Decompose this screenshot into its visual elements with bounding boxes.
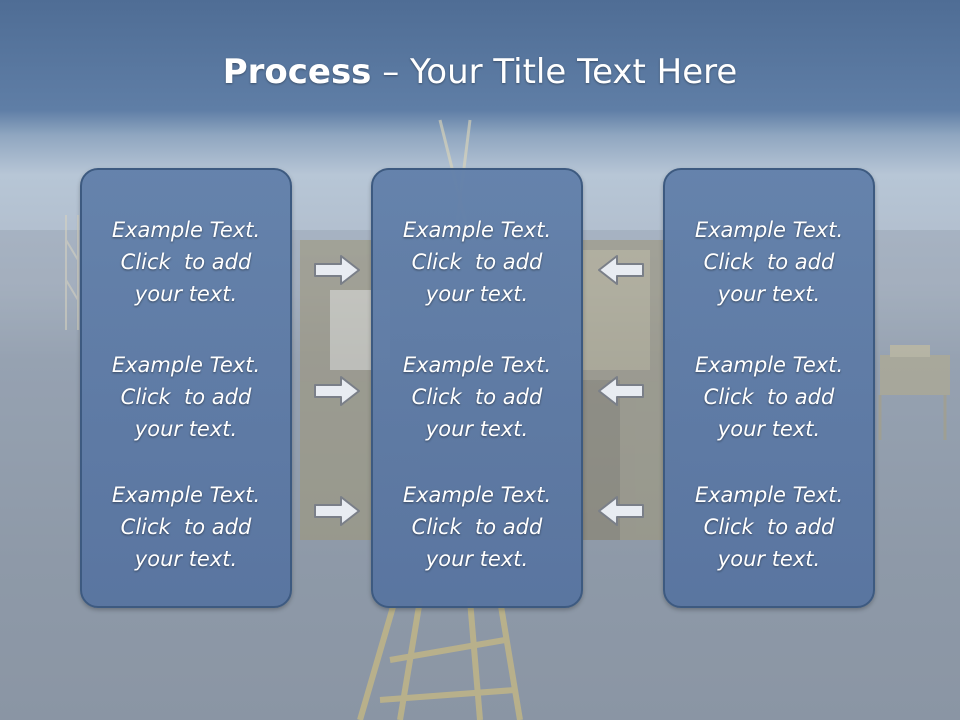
text-line: Click to add: [120, 515, 252, 539]
text-line: your text.: [425, 417, 529, 441]
text-line: Click to add: [703, 250, 835, 274]
text-line: Example Text.: [402, 218, 552, 242]
text-line: Click to add: [120, 385, 252, 409]
process-panel-center[interactable]: Example Text. Click to add your text. Ex…: [371, 168, 583, 608]
text-line: your text.: [134, 282, 238, 306]
text-line: your text.: [425, 547, 529, 571]
title-bold-word: Process: [222, 52, 372, 92]
text-line: your text.: [425, 282, 529, 306]
text-line: Click to add: [411, 515, 543, 539]
arrow-left-icon: [598, 255, 644, 285]
text-line: your text.: [717, 417, 821, 441]
text-placeholder[interactable]: Example Text. Click to add your text.: [665, 349, 873, 445]
arrow-left-icon: [598, 496, 644, 526]
text-line: Example Text.: [111, 353, 261, 377]
arrow-left-icon: [598, 376, 644, 406]
text-placeholder[interactable]: Example Text. Click to add your text.: [82, 479, 290, 575]
process-panel-left[interactable]: Example Text. Click to add your text. Ex…: [80, 168, 292, 608]
text-placeholder[interactable]: Example Text. Click to add your text.: [373, 349, 581, 445]
text-line: Example Text.: [694, 483, 844, 507]
text-line: Click to add: [411, 385, 543, 409]
text-line: Example Text.: [402, 483, 552, 507]
arrow-right-icon: [314, 496, 360, 526]
text-placeholder[interactable]: Example Text. Click to add your text.: [373, 479, 581, 575]
text-line: Example Text.: [694, 218, 844, 242]
text-line: Example Text.: [402, 353, 552, 377]
text-line: your text.: [717, 282, 821, 306]
text-placeholder[interactable]: Example Text. Click to add your text.: [82, 349, 290, 445]
text-line: Example Text.: [111, 483, 261, 507]
arrow-right-icon: [314, 255, 360, 285]
arrow-right-icon: [314, 376, 360, 406]
text-placeholder[interactable]: Example Text. Click to add your text.: [665, 479, 873, 575]
text-line: Example Text.: [111, 218, 261, 242]
process-panel-right[interactable]: Example Text. Click to add your text. Ex…: [663, 168, 875, 608]
text-line: Example Text.: [694, 353, 844, 377]
text-line: Click to add: [703, 515, 835, 539]
text-placeholder[interactable]: Example Text. Click to add your text.: [665, 214, 873, 310]
text-line: your text.: [134, 417, 238, 441]
text-placeholder[interactable]: Example Text. Click to add your text.: [82, 214, 290, 310]
text-line: Click to add: [120, 250, 252, 274]
text-line: Click to add: [703, 385, 835, 409]
slide-title[interactable]: Process – Your Title Text Here: [0, 52, 960, 92]
text-line: your text.: [134, 547, 238, 571]
title-text: – Your Title Text Here: [371, 52, 738, 92]
text-placeholder[interactable]: Example Text. Click to add your text.: [373, 214, 581, 310]
text-line: your text.: [717, 547, 821, 571]
text-line: Click to add: [411, 250, 543, 274]
